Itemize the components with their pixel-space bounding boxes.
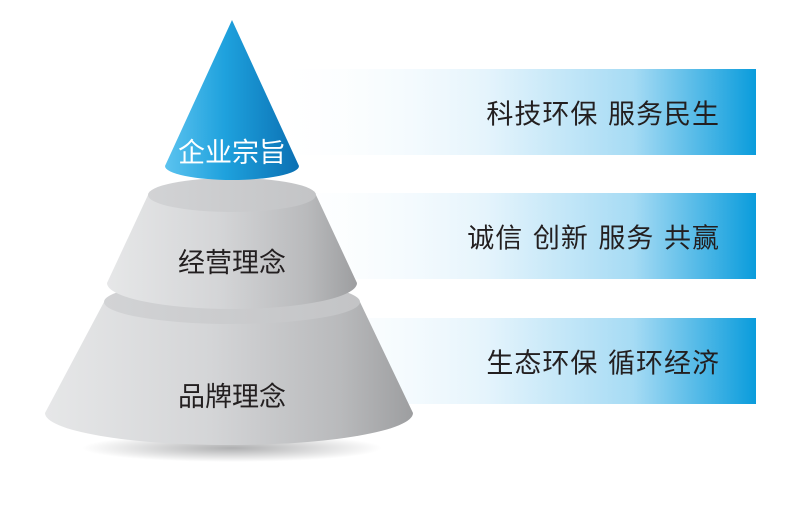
tier-top-label: 企业宗旨 bbox=[178, 138, 286, 169]
business-philosophy-text: 诚信 创新 服务 共赢 bbox=[467, 223, 720, 255]
band-business-philosophy: 诚信 创新 服务 共赢 bbox=[265, 193, 756, 279]
tier-middle-label: 经营理念 bbox=[178, 248, 286, 279]
tier-middle-top bbox=[148, 178, 316, 212]
brand-philosophy-text: 生态环保 循环经济 bbox=[486, 348, 720, 380]
tier-bottom-label: 品牌理念 bbox=[178, 382, 286, 413]
band-mission: 科技环保 服务民生 bbox=[265, 69, 756, 155]
tier-middle-body bbox=[107, 195, 357, 309]
band-brand-philosophy: 生态环保 循环经济 bbox=[265, 318, 756, 404]
tier-bottom-body bbox=[45, 302, 413, 445]
band-mission-bg bbox=[265, 69, 756, 155]
tier-top-cone bbox=[165, 20, 299, 180]
mission-statement-text: 科技环保 服务民生 bbox=[486, 99, 720, 131]
